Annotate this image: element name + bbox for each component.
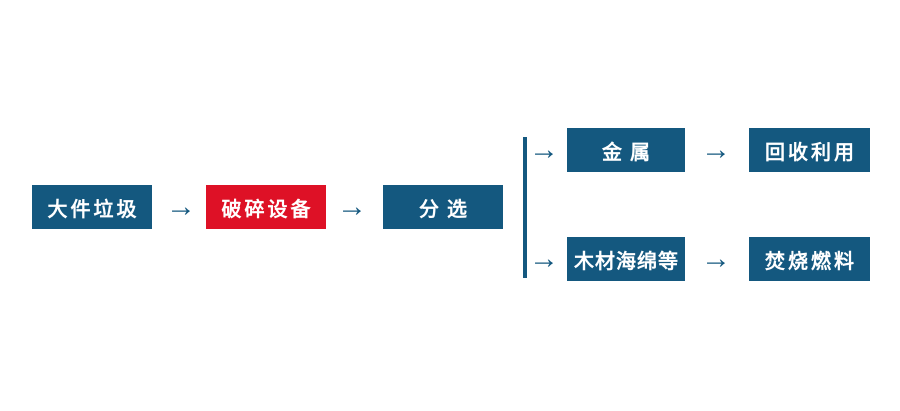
node-metal: 金属 [567, 128, 685, 172]
node-recycling: 回收利用 [749, 128, 870, 172]
flow-arrow-icon-1: → [166, 190, 196, 223]
branch-connector-line [523, 137, 527, 278]
node-bulky-waste: 大件垃圾 [32, 185, 152, 229]
flow-arrow-icon-4: → [701, 242, 731, 275]
node-incineration-fuel: 焚烧燃料 [749, 237, 870, 281]
node-crushing-equipment: 破碎设备 [206, 185, 326, 229]
branch-arrow-icon-top: → [529, 133, 559, 166]
node-wood-sponge-etc: 木材海绵等 [567, 237, 685, 281]
node-sorting: 分选 [383, 185, 503, 229]
flow-arrow-icon-2: → [337, 190, 367, 223]
flow-arrow-icon-3: → [701, 133, 731, 166]
branch-arrow-icon-bottom: → [529, 242, 559, 275]
